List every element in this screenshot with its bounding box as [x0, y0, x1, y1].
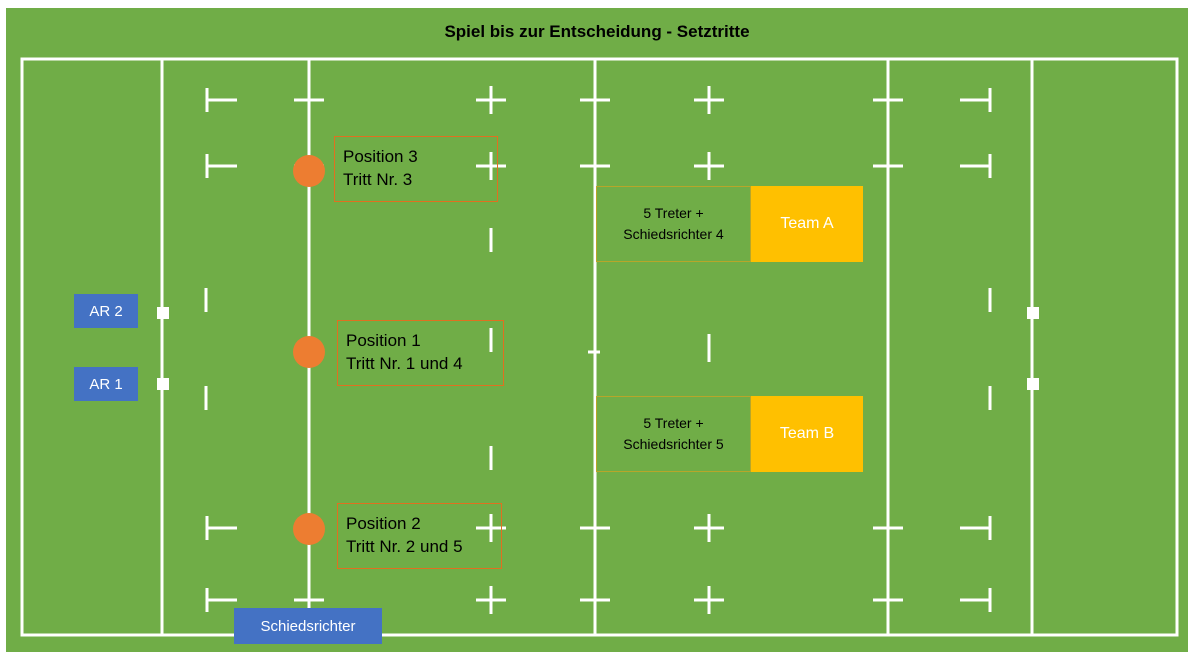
position-1-box: Position 1 Tritt Nr. 1 und 4 [337, 320, 504, 386]
assistant-referee-1-label: AR 1 [74, 367, 138, 401]
assistant-referee-2-label: AR 2 [74, 294, 138, 328]
team-a-kickers-box: 5 Treter + Schiedsrichter 4 [596, 186, 751, 262]
team-b-kickers-box: 5 Treter + Schiedsrichter 5 [596, 396, 751, 472]
field-surface [6, 8, 1188, 652]
kick-position-2-marker [293, 513, 325, 545]
goal-post-left-bottom [157, 378, 169, 390]
team-a-kickers-line2: Schiedsrichter 4 [623, 226, 724, 242]
goal-post-right-top [1027, 307, 1039, 319]
goal-post-left-top [157, 307, 169, 319]
kick-position-3-marker [293, 155, 325, 187]
position-3-kick: Tritt Nr. 3 [343, 170, 413, 189]
team-b-label: Team B [751, 396, 863, 472]
kick-position-1-marker [293, 336, 325, 368]
team-b-kickers-line2: Schiedsrichter 5 [623, 436, 724, 452]
team-a-kickers-line1: 5 Treter + [643, 205, 704, 221]
position-1-name: Position 1 [346, 331, 421, 350]
position-1-kick: Tritt Nr. 1 und 4 [346, 354, 463, 373]
boundary-line [20, 57, 1179, 637]
position-3-name: Position 3 [343, 147, 418, 166]
goal-post-right-bottom [1027, 378, 1039, 390]
referee-label: Schiedsrichter [234, 608, 382, 644]
position-3-box: Position 3 Tritt Nr. 3 [334, 136, 498, 202]
position-2-kick: Tritt Nr. 2 und 5 [346, 537, 463, 556]
team-b-kickers-line1: 5 Treter + [643, 415, 704, 431]
diagram-title: Spiel bis zur Entscheidung - Setztritte [444, 22, 750, 41]
position-2-box: Position 2 Tritt Nr. 2 und 5 [337, 503, 502, 569]
team-a-label: Team A [751, 186, 863, 262]
position-2-name: Position 2 [346, 514, 421, 533]
